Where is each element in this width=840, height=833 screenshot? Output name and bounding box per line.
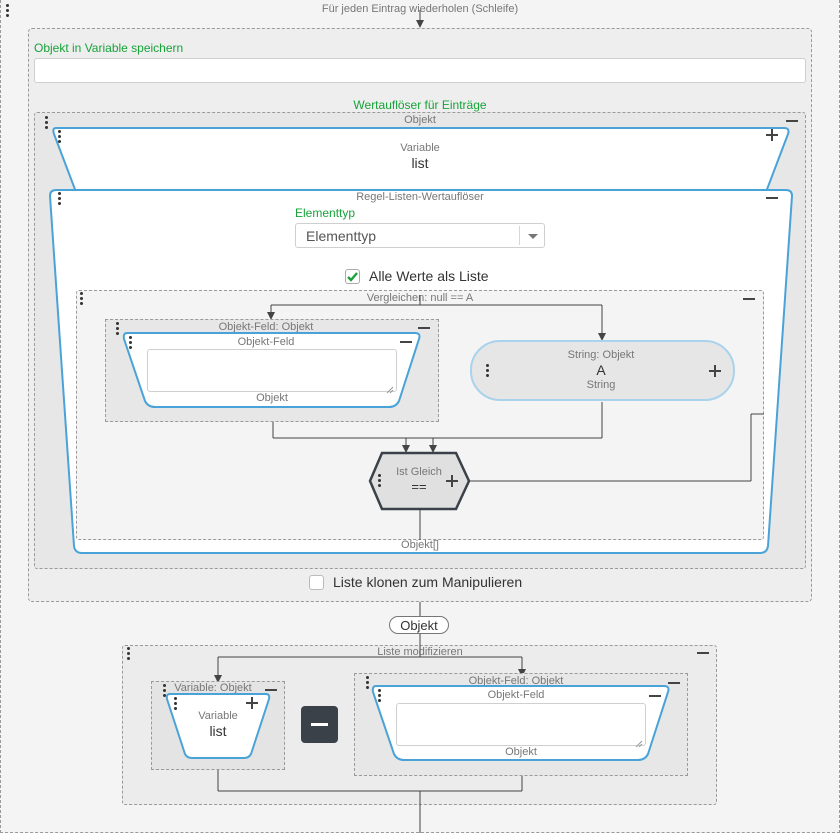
field-box-collapse-button[interactable]: [418, 327, 430, 329]
modify-drag-handle[interactable]: [127, 647, 131, 661]
rule-list-collapse-button[interactable]: [766, 197, 778, 199]
elementtyp-divider: [519, 226, 520, 245]
store-variable-label: Objekt in Variable speichern: [34, 41, 184, 55]
equals-block-add-button[interactable]: [446, 475, 458, 487]
minus-icon: [311, 723, 328, 726]
objekt-box-title: Objekt: [404, 114, 436, 126]
modify-var-title: Variable: Objekt: [174, 682, 252, 694]
elementtyp-select-value: Elementtyp: [306, 228, 377, 244]
field-block-textarea[interactable]: [147, 349, 397, 394]
store-variable-input[interactable]: [34, 58, 806, 83]
checkmark-icon: [347, 272, 358, 282]
modify-field-block-collapse-button[interactable]: [649, 695, 661, 697]
modify-field-textarea[interactable]: [396, 703, 646, 748]
resolver-label: Wertauflöser für Einträge: [353, 98, 487, 112]
elementtyp-label: Elementtyp: [295, 206, 356, 220]
modify-collapse-button[interactable]: [697, 652, 709, 654]
modify-field-collapse-button[interactable]: [668, 682, 680, 684]
equals-block-drag-handle[interactable]: [378, 474, 382, 488]
field-box-title: Objekt-Feld: Objekt: [218, 321, 314, 333]
equals-block-title: Ist Gleich: [396, 466, 442, 478]
field-block-collapse-button[interactable]: [400, 341, 412, 343]
modify-title: Liste modifizieren: [377, 646, 463, 658]
modify-field-block-footer: Objekt: [505, 746, 537, 758]
modify-var-block-shape: [165, 693, 271, 759]
compare-collapse-button[interactable]: [743, 298, 755, 300]
field-block-title: Objekt-Feld: [237, 336, 295, 348]
elementtyp-select[interactable]: Elementtyp: [295, 223, 545, 248]
resize-handle-icon[interactable]: [635, 735, 643, 748]
field-box-drag-handle[interactable]: [116, 322, 120, 336]
objekt-box-collapse-button[interactable]: [786, 120, 798, 122]
string-block-drag-handle[interactable]: [486, 364, 490, 378]
string-block-value: A: [596, 362, 606, 378]
modify-field-title: Objekt-Feld: Objekt: [468, 675, 564, 687]
rule-list-drag-handle[interactable]: [58, 192, 62, 206]
modify-var-add-button[interactable]: [246, 697, 258, 709]
field-block-footer: Objekt: [256, 392, 288, 404]
alle-werte-checkbox[interactable]: [345, 269, 360, 284]
rule-list-title: Regel-Listen-Wertauflöser: [356, 191, 484, 203]
clone-label: Liste klonen zum Manipulieren: [333, 574, 523, 590]
equals-block-operator: ==: [411, 479, 427, 494]
chevron-down-icon[interactable]: [528, 234, 538, 239]
clone-checkbox[interactable]: [309, 575, 324, 590]
alle-werte-label: Alle Werte als Liste: [369, 268, 489, 284]
modify-var-collapse-button[interactable]: [265, 689, 277, 691]
string-block-add-button[interactable]: [709, 365, 721, 377]
modify-var-block-drag-handle[interactable]: [174, 697, 178, 711]
equals-block-shape: [368, 451, 471, 511]
objekt-box-drag-handle[interactable]: [45, 116, 49, 130]
loop-drag-handle[interactable]: [6, 4, 10, 18]
modify-var-label: Variable: [198, 710, 238, 722]
variable-block-value: list: [411, 155, 429, 171]
string-block-type: String: [586, 379, 616, 391]
rule-list-output: Objekt[]: [401, 539, 439, 551]
resize-handle-icon[interactable]: [386, 381, 394, 394]
modify-field-block-drag-handle[interactable]: [378, 689, 382, 703]
string-block-title: String: Objekt: [567, 349, 635, 361]
variable-block-add-button[interactable]: [766, 129, 778, 141]
loop-title: Für jeden Eintrag wiederholen (Schleife): [321, 3, 519, 15]
modify-field-drag-handle[interactable]: [366, 676, 370, 690]
modify-field-block-title: Objekt-Feld: [487, 689, 545, 701]
string-block: [470, 340, 735, 401]
field-block-drag-handle[interactable]: [129, 336, 133, 350]
variable-block-label: Variable: [400, 142, 440, 154]
modify-var-value: list: [209, 723, 227, 739]
minus-operator-button[interactable]: [301, 706, 338, 743]
compare-title: Vergleichen: null == A: [366, 292, 474, 304]
objekt-pill: Objekt: [389, 616, 449, 634]
variable-block-drag-handle[interactable]: [58, 130, 62, 144]
compare-drag-handle[interactable]: [80, 292, 84, 306]
modify-var-drag-handle[interactable]: [163, 684, 167, 698]
